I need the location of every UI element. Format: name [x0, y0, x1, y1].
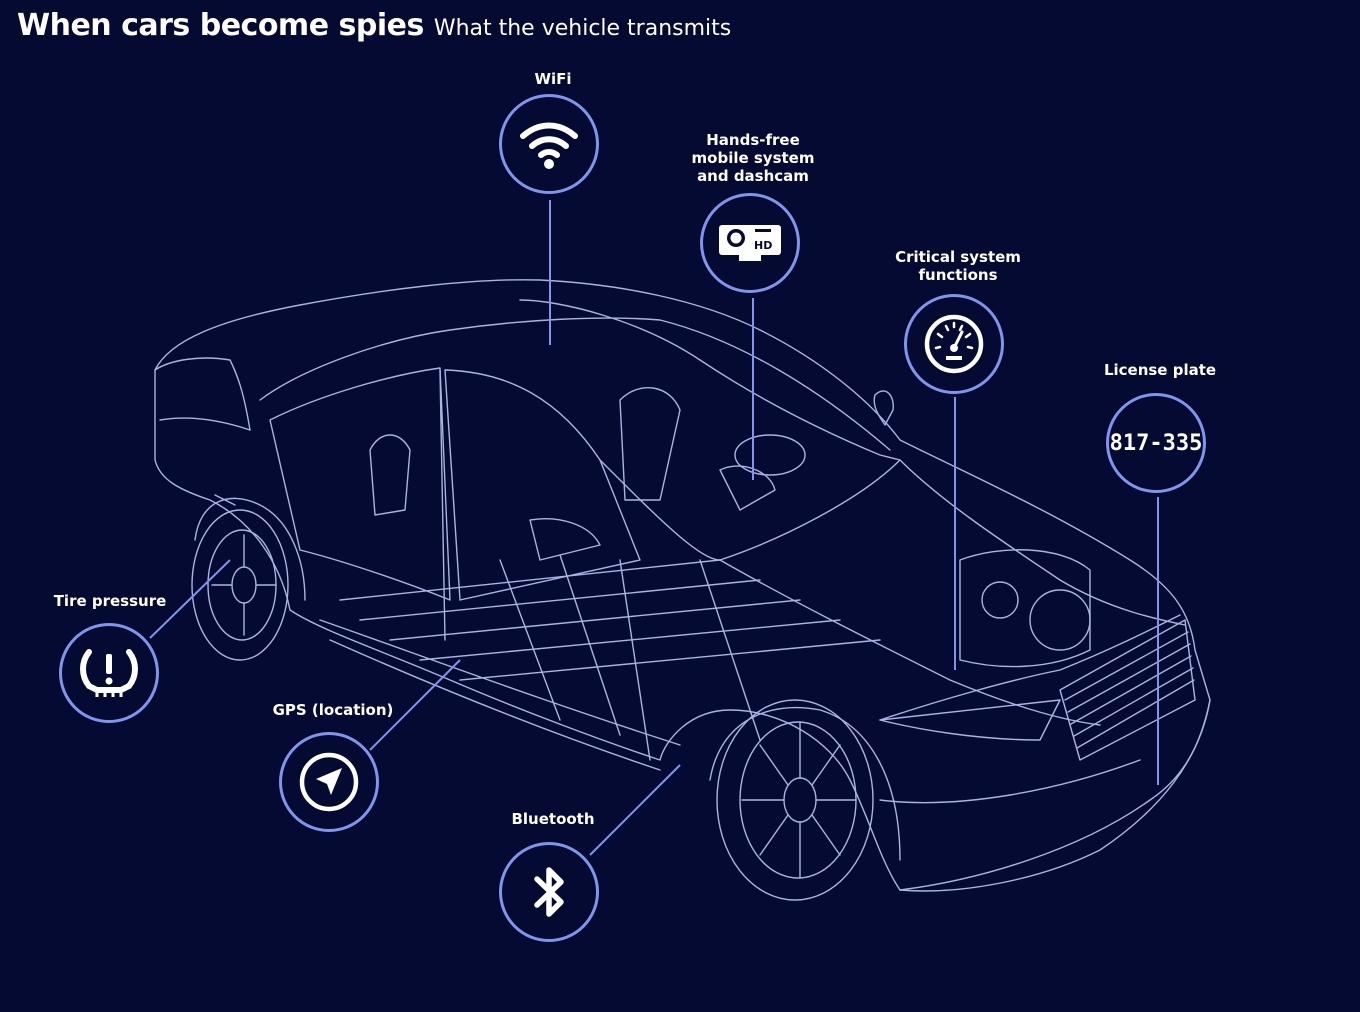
- license-plate-icon: 817-335: [1109, 430, 1203, 456]
- tire-label: Tire pressure: [53, 592, 167, 610]
- dashcam-label: Hands-free mobile system and dashcam: [692, 131, 815, 185]
- navigation-arrow-icon: [299, 752, 359, 812]
- dashcam-label-line-3: and dashcam: [697, 167, 809, 185]
- plate-label: License plate: [1103, 361, 1217, 379]
- dashcam-label-line-1: Hands-free: [706, 131, 800, 149]
- page-title: When cars become spies: [17, 8, 424, 43]
- dashcam-label-line-2: mobile system: [691, 149, 815, 167]
- bluetooth-node: [499, 842, 599, 942]
- title-bar: When cars become spies What the vehicle t…: [17, 8, 731, 43]
- gps-node: [279, 732, 379, 832]
- bluetooth-icon: [534, 867, 564, 917]
- connector-lines: [149, 200, 1159, 856]
- tire-pressure-warning-icon: [80, 649, 138, 697]
- wifi-label: WiFi: [534, 70, 572, 88]
- plate-node: 817-335: [1106, 393, 1206, 493]
- critical-label: Critical system functions: [895, 248, 1021, 284]
- bluetooth-label: Bluetooth: [511, 810, 595, 828]
- speedometer-icon: [924, 314, 984, 374]
- page-subtitle: What the vehicle transmits: [433, 16, 732, 41]
- critical-label-line-2: functions: [918, 266, 998, 284]
- hd-camera-icon: HD: [719, 225, 781, 261]
- wifi-node: [499, 94, 599, 194]
- critical-node: [904, 294, 1004, 394]
- wifi-icon: [520, 122, 578, 169]
- critical-label-line-1: Critical system: [895, 248, 1021, 266]
- svg-text:HD: HD: [754, 239, 772, 252]
- gps-label: GPS (location): [272, 701, 394, 719]
- dashcam-node: HD: [700, 193, 800, 293]
- tire-node: [59, 623, 159, 723]
